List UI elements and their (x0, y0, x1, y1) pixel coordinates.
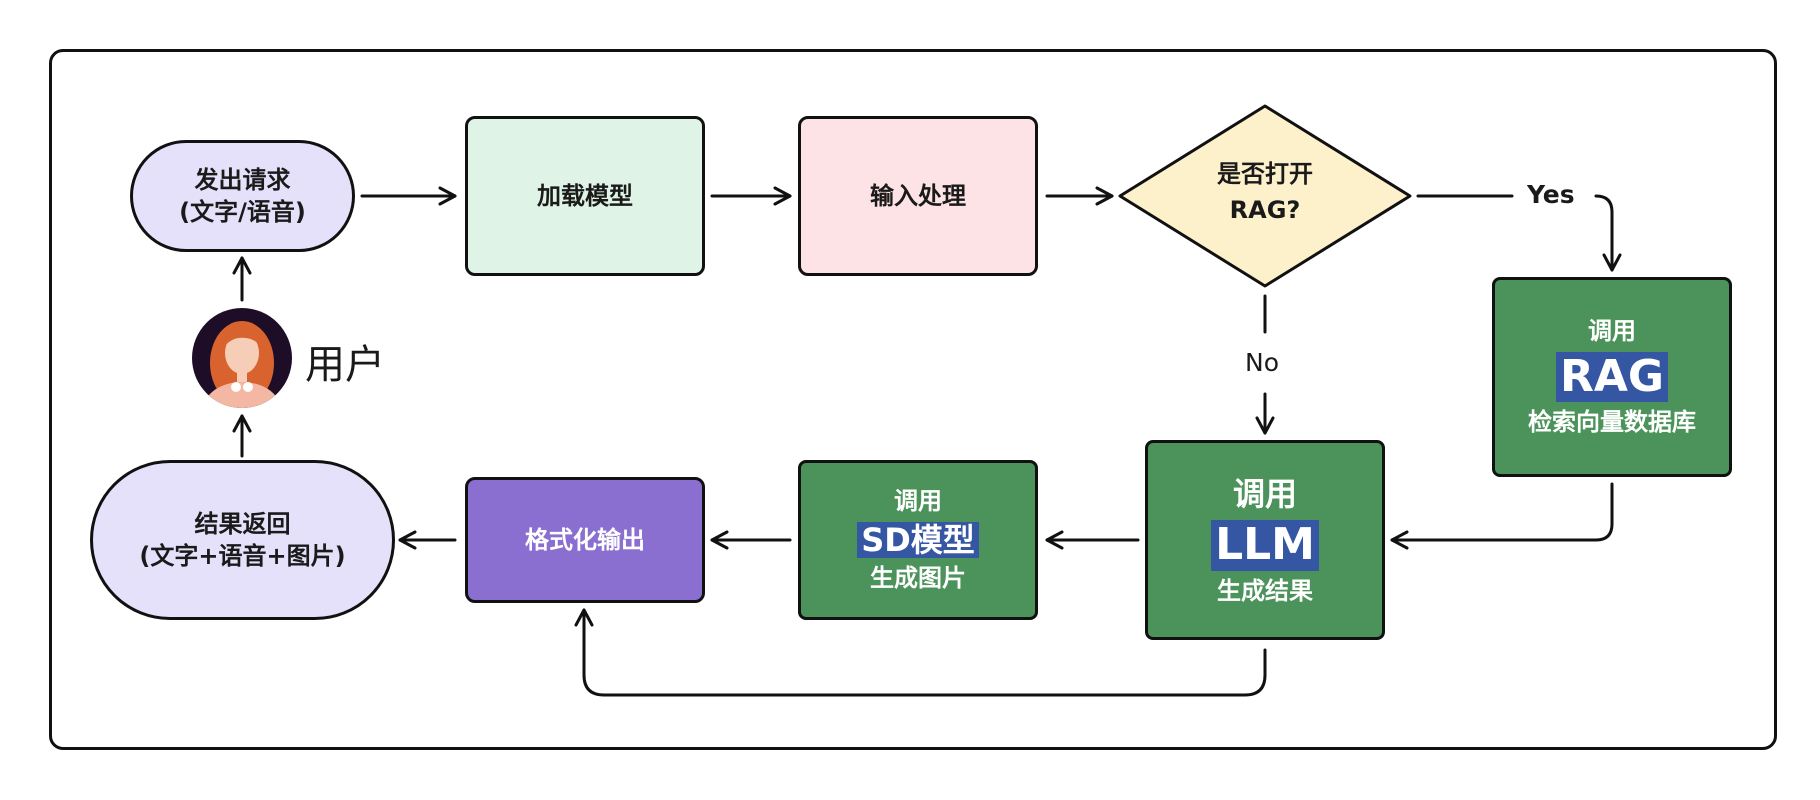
arrow-yes-to-rag (1594, 194, 1622, 272)
rag-decision-line2: RAG? (1229, 196, 1301, 224)
request-node: 发出请求 (文字/语音) (130, 140, 355, 252)
llm-bottom: 生成结果 (1217, 576, 1313, 605)
format-output-label: 格式化输出 (525, 525, 645, 554)
sd-node: 调用 SD模型 生成图片 (798, 460, 1038, 620)
llm-top: 调用 (1232, 474, 1297, 513)
input-processing-label: 输入处理 (870, 181, 966, 210)
rag-call-top: 调用 (1588, 317, 1636, 346)
sd-highlight: SD模型 (857, 521, 979, 559)
rag-decision-diamond (1118, 104, 1412, 288)
result-subtitle: (文字+语音+图片) (139, 542, 346, 570)
load-model-label: 加载模型 (537, 181, 633, 210)
request-subtitle: (文字/语音) (179, 198, 306, 226)
user-label: 用户 (305, 342, 385, 388)
rag-call-node: 调用 RAG 检索向量数据库 (1492, 277, 1732, 477)
arrow-rag-to-llm (1390, 482, 1614, 550)
input-processing-node: 输入处理 (798, 116, 1038, 276)
arrow-llm-to-format (574, 608, 1267, 697)
user-avatar (192, 308, 292, 408)
yes-label: Yes (1527, 180, 1575, 209)
result-node: 结果返回 (文字+语音+图片) (90, 460, 395, 620)
rag-decision-label: 是否打开 RAG? (1180, 156, 1350, 228)
sd-bottom: 生成图片 (870, 564, 966, 593)
llm-node: 调用 LLM 生成结果 (1145, 440, 1385, 640)
llm-highlight: LLM (1211, 519, 1319, 571)
woman-avatar-icon (204, 321, 280, 408)
diagram-frame (49, 49, 1777, 750)
sd-top: 调用 (894, 487, 942, 516)
result-title: 结果返回 (194, 509, 291, 538)
request-title: 发出请求 (194, 165, 291, 194)
no-label: No (1245, 348, 1279, 377)
rag-decision-line1: 是否打开 (1217, 160, 1313, 188)
format-output-node: 格式化输出 (465, 477, 705, 603)
load-model-node: 加载模型 (465, 116, 705, 276)
rag-call-bottom: 检索向量数据库 (1528, 408, 1696, 437)
rag-highlight: RAG (1555, 351, 1669, 403)
